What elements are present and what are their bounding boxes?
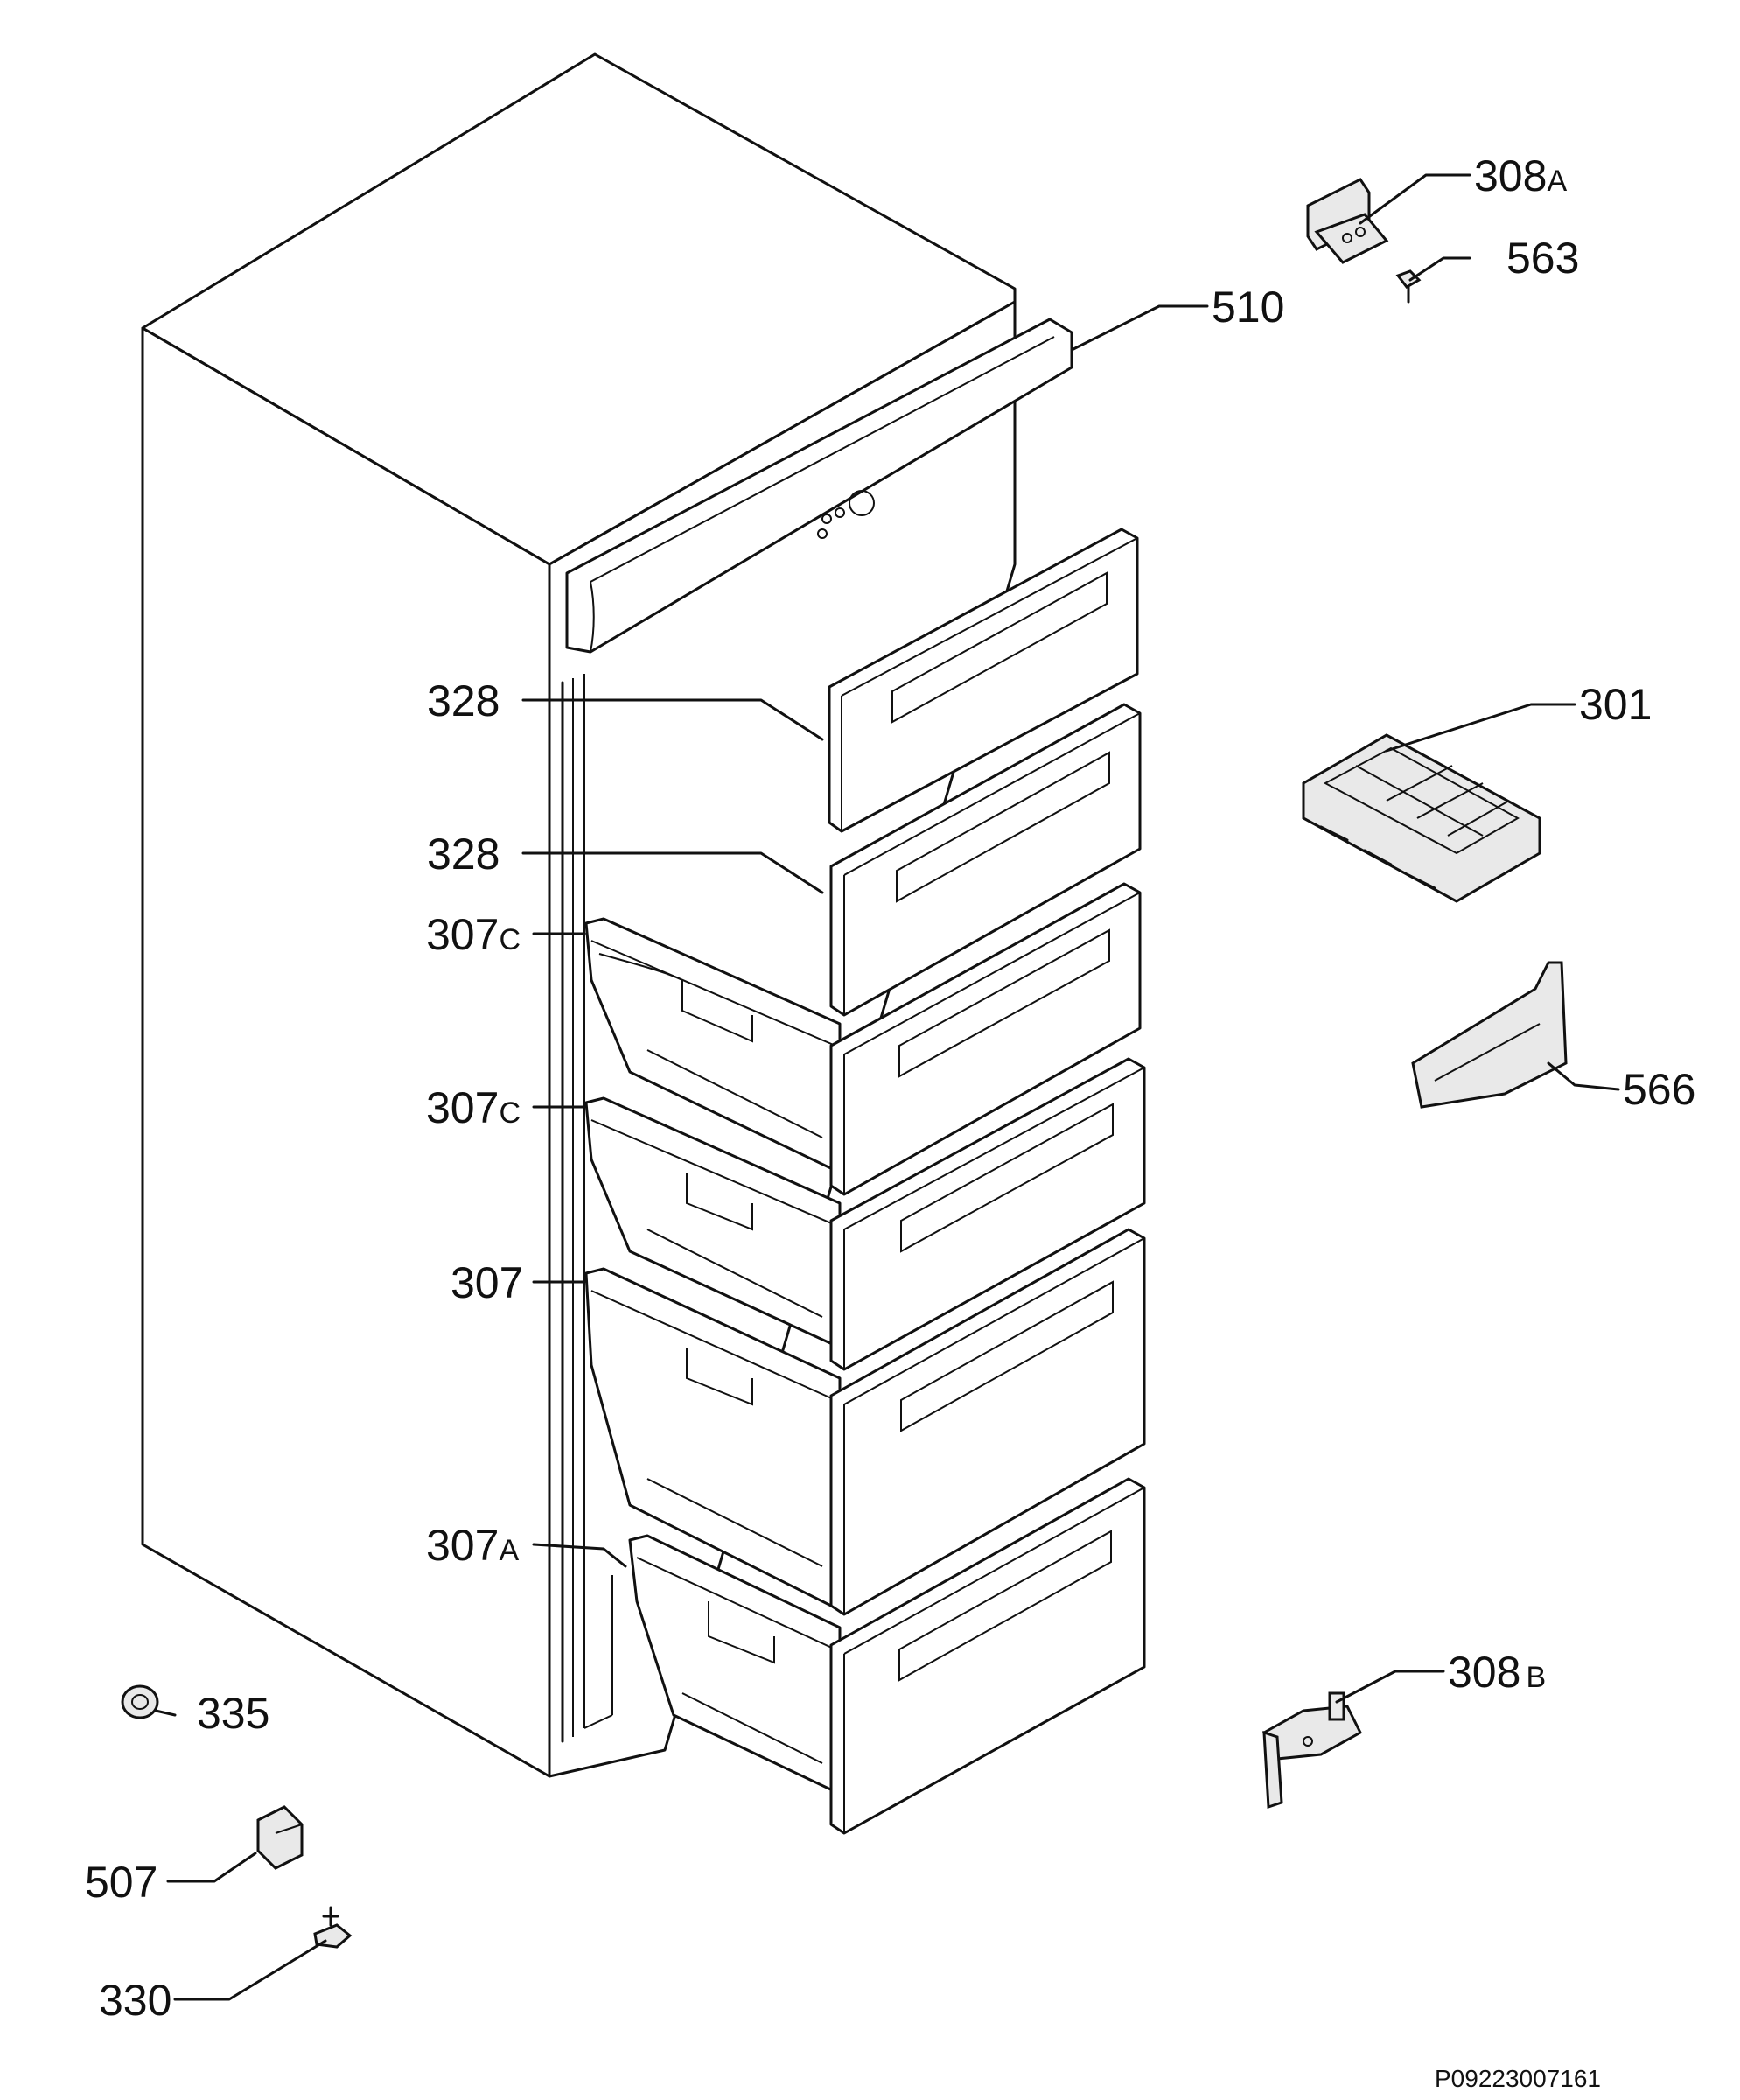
- foot-335-icon: [121, 1684, 159, 1719]
- leader-lines: [154, 173, 1620, 2001]
- drawer-front-328-top: [828, 528, 1139, 833]
- hinge-308b-icon: [1262, 1691, 1362, 1810]
- label-566: 566: [1623, 1065, 1695, 1114]
- label-330: 330: [99, 1976, 171, 2025]
- label-563: 563: [1506, 234, 1579, 283]
- part-labels: 308A 563 510 301 328 328 307C 307C 566 3…: [85, 151, 1695, 2092]
- control-panel-510: [565, 318, 1073, 654]
- label-307: 307: [451, 1258, 523, 1307]
- screw-563-icon: [1395, 270, 1422, 304]
- label-328-second: 328: [427, 830, 500, 878]
- label-307c-second: 307C: [426, 1083, 521, 1132]
- label-301: 301: [1579, 680, 1652, 729]
- label-507: 507: [85, 1858, 157, 1907]
- drawer-307c-second: [584, 1057, 1146, 1371]
- label-335: 335: [197, 1689, 269, 1738]
- label-307c-top: 307C: [426, 910, 521, 959]
- drawer-front-328-second: [829, 703, 1142, 1017]
- ice-tray-301-icon: [1302, 733, 1541, 903]
- ice-scraper-566-icon: [1411, 961, 1568, 1109]
- drawer-307c-top: [584, 882, 1142, 1196]
- label-328-top: 328: [427, 676, 500, 725]
- hinge-308a-icon: [1306, 178, 1389, 264]
- clip-507-icon: [256, 1805, 304, 1870]
- adjustable-foot-330-icon: [313, 1906, 353, 1949]
- label-308a: 308A: [1474, 151, 1567, 200]
- drawer-307a: [628, 1477, 1146, 1835]
- label-307a: 307A: [426, 1521, 519, 1570]
- label-510: 510: [1212, 283, 1284, 332]
- drawer-307: [584, 1228, 1146, 1616]
- reference-code: P09223007161: [1435, 2065, 1601, 2092]
